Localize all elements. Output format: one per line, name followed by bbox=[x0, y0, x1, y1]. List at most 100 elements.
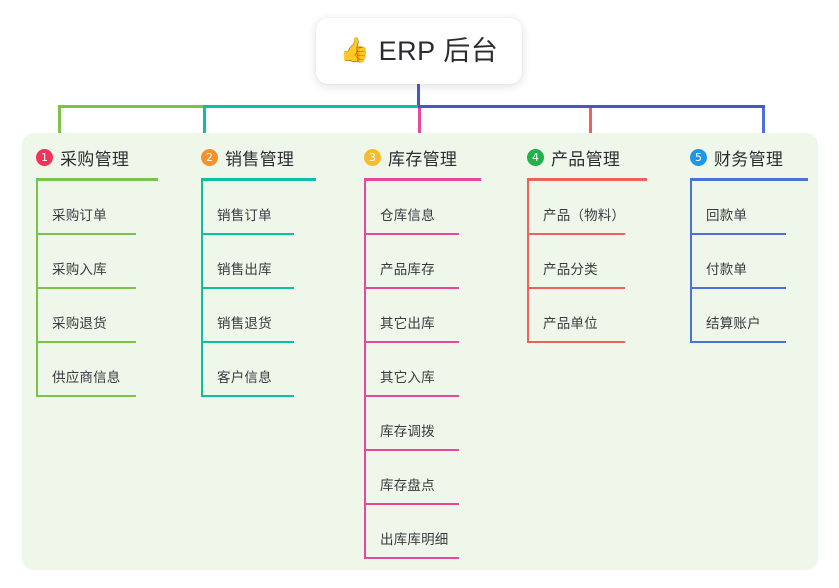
column-title-4: 产品管理 bbox=[551, 149, 621, 169]
column-title-2: 销售管理 bbox=[225, 149, 295, 169]
column-title-5: 财务管理 bbox=[714, 149, 784, 169]
leaf-item-label: 采购退货 bbox=[52, 316, 107, 331]
leaf-item-rule bbox=[364, 503, 459, 505]
leaf-item[interactable]: 库存盘点 bbox=[364, 451, 481, 505]
connector-bus-segment-2 bbox=[203, 105, 421, 108]
leaf-item-label: 其它出库 bbox=[380, 316, 435, 331]
leaf-item[interactable]: 付款单 bbox=[690, 235, 808, 289]
column-title-1: 采购管理 bbox=[60, 149, 130, 169]
column-3: 3 库存管理仓库信息产品库存其它出库其它入库库存调拨库存盘点出库库明细 bbox=[364, 145, 481, 559]
connector-drop-4 bbox=[589, 108, 592, 140]
leaf-item[interactable]: 销售退货 bbox=[201, 289, 316, 343]
leaf-item-rule bbox=[364, 341, 459, 343]
column-rule-3 bbox=[364, 178, 481, 181]
column-items-2: 销售订单销售出库销售退货客户信息 bbox=[201, 181, 316, 397]
leaf-item-label: 采购入库 bbox=[52, 262, 107, 277]
column-badge-3: 3 bbox=[364, 148, 381, 166]
leaf-item-rule bbox=[364, 287, 459, 289]
leaf-item[interactable]: 其它入库 bbox=[364, 343, 481, 397]
column-rule-4 bbox=[527, 178, 647, 181]
column-title-3: 库存管理 bbox=[388, 149, 458, 169]
leaf-item-label: 销售出库 bbox=[217, 262, 272, 277]
leaf-item[interactable]: 库存调拨 bbox=[364, 397, 481, 451]
leaf-item-label: 库存盘点 bbox=[380, 478, 435, 493]
column-rule-5 bbox=[690, 178, 808, 181]
leaf-item-label: 采购订单 bbox=[52, 208, 107, 223]
column-header-5[interactable]: 5 财务管理 bbox=[690, 145, 808, 169]
leaf-item-label: 付款单 bbox=[706, 262, 748, 277]
column-5: 5 财务管理回款单付款单结算账户 bbox=[690, 145, 808, 343]
column-items-1: 采购订单采购入库采购退货供应商信息 bbox=[36, 181, 158, 397]
leaf-item-rule bbox=[201, 395, 294, 397]
column-header-2[interactable]: 2 销售管理 bbox=[201, 145, 316, 169]
leaf-item-rule bbox=[36, 341, 136, 343]
leaf-item[interactable]: 客户信息 bbox=[201, 343, 316, 397]
leaf-item-label: 销售订单 bbox=[217, 208, 272, 223]
column-2: 2 销售管理销售订单销售出库销售退货客户信息 bbox=[201, 145, 316, 397]
leaf-item[interactable]: 采购入库 bbox=[36, 235, 158, 289]
column-spine-5 bbox=[690, 181, 692, 343]
leaf-item-rule bbox=[690, 341, 786, 343]
column-items-3: 仓库信息产品库存其它出库其它入库库存调拨库存盘点出库库明细 bbox=[364, 181, 481, 559]
leaf-item[interactable]: 产品库存 bbox=[364, 235, 481, 289]
connector-drop-2 bbox=[203, 108, 206, 140]
leaf-item-label: 产品（物料） bbox=[543, 208, 626, 223]
column-header-1[interactable]: 1 采购管理 bbox=[36, 145, 158, 169]
column-header-3[interactable]: 3 库存管理 bbox=[364, 145, 481, 169]
leaf-item-label: 出库库明细 bbox=[380, 532, 449, 547]
leaf-item[interactable]: 供应商信息 bbox=[36, 343, 158, 397]
column-spine-3 bbox=[364, 181, 366, 559]
column-spine-4 bbox=[527, 181, 529, 343]
page-title: ERP 后台 bbox=[378, 35, 499, 66]
leaf-item-label: 回款单 bbox=[706, 208, 748, 223]
leaf-item-rule bbox=[36, 395, 136, 397]
leaf-item-rule bbox=[364, 449, 459, 451]
leaf-item[interactable]: 回款单 bbox=[690, 181, 808, 235]
leaf-item-rule bbox=[364, 233, 459, 235]
column-1: 1 采购管理采购订单采购入库采购退货供应商信息 bbox=[36, 145, 158, 397]
column-badge-4: 4 bbox=[527, 148, 544, 166]
leaf-item-label: 产品库存 bbox=[380, 262, 435, 277]
root-title-card[interactable]: 👍 ERP 后台 bbox=[316, 18, 522, 84]
leaf-item-rule bbox=[527, 233, 625, 235]
column-header-4[interactable]: 4 产品管理 bbox=[527, 145, 647, 169]
column-badge-5: 5 bbox=[690, 148, 707, 166]
connector-drop-5 bbox=[762, 108, 765, 140]
leaf-item[interactable]: 产品分类 bbox=[527, 235, 647, 289]
leaf-item-rule bbox=[201, 341, 294, 343]
column-spine-1 bbox=[36, 181, 38, 397]
leaf-item-label: 其它入库 bbox=[380, 370, 435, 385]
leaf-item-label: 销售退货 bbox=[217, 316, 272, 331]
leaf-item[interactable]: 结算账户 bbox=[690, 289, 808, 343]
leaf-item[interactable]: 采购订单 bbox=[36, 181, 158, 235]
leaf-item[interactable]: 销售订单 bbox=[201, 181, 316, 235]
leaf-item-label: 仓库信息 bbox=[380, 208, 435, 223]
leaf-item[interactable]: 产品（物料） bbox=[527, 181, 647, 235]
thumbs-up-icon: 👍 bbox=[339, 37, 370, 64]
leaf-item-label: 供应商信息 bbox=[52, 370, 121, 385]
leaf-item-rule bbox=[201, 233, 294, 235]
column-badge-2: 2 bbox=[201, 148, 218, 166]
column-spine-2 bbox=[201, 181, 203, 397]
leaf-item[interactable]: 采购退货 bbox=[36, 289, 158, 343]
diagram-panel bbox=[22, 133, 818, 570]
leaf-item-rule bbox=[364, 557, 459, 559]
root-connector-stem bbox=[417, 84, 420, 107]
column-4: 4 产品管理产品（物料） 产品分类产品单位 bbox=[527, 145, 647, 343]
connector-drop-1 bbox=[58, 108, 61, 140]
connector-bus-segment-1 bbox=[58, 105, 203, 108]
leaf-item-label: 产品分类 bbox=[543, 262, 598, 277]
leaf-item-label: 客户信息 bbox=[217, 370, 272, 385]
column-badge-1: 1 bbox=[36, 148, 53, 166]
leaf-item[interactable]: 产品单位 bbox=[527, 289, 647, 343]
leaf-item-rule bbox=[36, 287, 136, 289]
leaf-item-rule bbox=[36, 233, 136, 235]
connector-drop-3 bbox=[418, 108, 421, 140]
column-items-4: 产品（物料） 产品分类产品单位 bbox=[527, 181, 647, 343]
leaf-item-rule bbox=[527, 341, 625, 343]
leaf-item[interactable]: 出库库明细 bbox=[364, 505, 481, 559]
column-rule-1 bbox=[36, 178, 158, 181]
leaf-item[interactable]: 仓库信息 bbox=[364, 181, 481, 235]
leaf-item[interactable]: 其它出库 bbox=[364, 289, 481, 343]
leaf-item[interactable]: 销售出库 bbox=[201, 235, 316, 289]
